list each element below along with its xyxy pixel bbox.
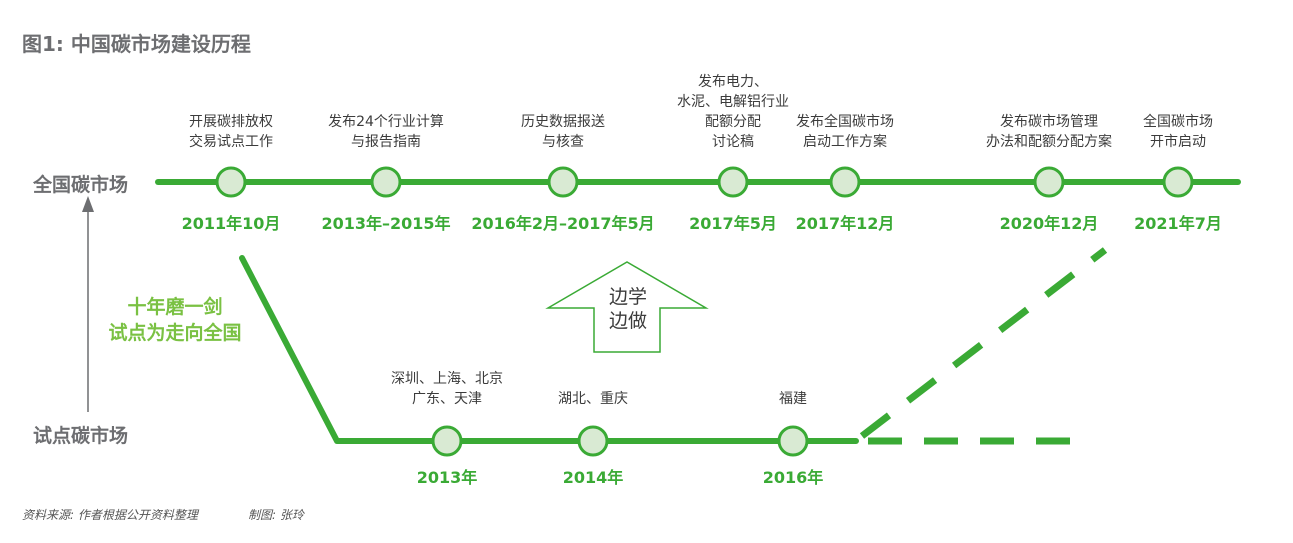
- slogan-line-2: 试点为走向全国: [108, 322, 242, 344]
- national-node: [215, 166, 247, 198]
- national-event-label-line: 水泥、电解铝行业: [677, 94, 789, 110]
- learn-by-doing-arrow: [545, 261, 709, 353]
- pilot-event-label: 福建: [713, 389, 873, 409]
- national-node: [1162, 166, 1194, 198]
- dashed-merge-line: [859, 247, 1108, 439]
- pilot-event-date: 2013年: [416, 468, 478, 487]
- national-event-label: 发布全国碳市场启动工作方案: [765, 112, 925, 152]
- national-nodes: [215, 166, 1194, 198]
- credit-note: 制图: 张玲: [248, 508, 304, 522]
- pilot-node: [431, 425, 463, 457]
- pilot-node: [577, 425, 609, 457]
- national-event-label-line: 发布碳市场管理: [1000, 114, 1098, 130]
- arrow-text-line-1: 边学: [608, 286, 647, 308]
- national-event-label-line: 启动工作方案: [803, 134, 887, 150]
- national-node: [829, 166, 861, 198]
- pilot-event-label-line: 深圳、上海、北京: [391, 371, 503, 387]
- national-event-label-line: 开市启动: [1150, 134, 1206, 150]
- national-event-label: 历史数据报送与核查: [483, 112, 643, 152]
- pilot-event-label: 深圳、上海、北京广东、天津: [367, 369, 527, 409]
- national-event-date: 2021年7月: [1134, 214, 1222, 233]
- national-event-label-line: 配额分配: [705, 114, 761, 130]
- national-event-label-line: 发布全国碳市场: [796, 114, 894, 130]
- national-event-label-line: 讨论稿: [712, 134, 754, 150]
- national-event-date: 2017年12月: [795, 214, 895, 233]
- national-node: [717, 166, 749, 198]
- pilot-event-label-line: 福建: [779, 391, 807, 407]
- pilot-market-label: 试点碳市场: [33, 425, 129, 447]
- pilot-event-date: 2016年: [762, 468, 824, 487]
- national-event-date: 2020年12月: [999, 214, 1099, 233]
- figure-title: 图1: 中国碳市场建设历程: [22, 32, 251, 56]
- pilot-event-label-line: 湖北、重庆: [558, 391, 628, 407]
- arrow-text: 边学 边做: [598, 285, 658, 333]
- national-event-label: 发布24个行业计算与报告指南: [306, 112, 466, 152]
- pilot-node: [777, 425, 809, 457]
- vertical-arrowhead: [82, 196, 94, 212]
- national-node: [370, 166, 402, 198]
- national-node: [1033, 166, 1065, 198]
- national-event-date: 2017年5月: [689, 214, 777, 233]
- national-market-label: 全国碳市场: [33, 174, 129, 196]
- national-event-label: 全国碳市场开市启动: [1098, 112, 1258, 152]
- pilot-event-label: 湖北、重庆: [513, 389, 673, 409]
- pilot-nodes: [431, 425, 809, 457]
- source-note: 资料来源: 作者根据公开资料整理: [22, 508, 198, 522]
- national-event-date: 2013年–2015年: [321, 214, 451, 233]
- pilot-event-label-line: 广东、天津: [412, 391, 482, 407]
- pilot-timeline-line: [239, 255, 859, 444]
- national-event-label-line: 与报告指南: [351, 134, 421, 150]
- national-event-label-line: 发布24个行业计算: [328, 114, 444, 130]
- national-event-date: 2016年2月–2017年5月: [471, 214, 655, 233]
- national-event-label-line: 交易试点工作: [189, 134, 273, 150]
- national-event-label-line: 全国碳市场: [1143, 114, 1213, 130]
- national-event-label-line: 办法和配额分配方案: [986, 134, 1112, 150]
- national-event-label-line: 与核查: [542, 134, 584, 150]
- arrow-text-line-2: 边做: [608, 310, 647, 332]
- national-event-label-line: 开展碳排放权: [189, 114, 273, 130]
- national-event-date: 2011年10月: [181, 214, 281, 233]
- national-event-label-line: 发布电力、: [698, 74, 768, 90]
- slogan-line-1: 十年磨一剑: [127, 296, 223, 318]
- pilot-event-date: 2014年: [562, 468, 624, 487]
- national-node: [547, 166, 579, 198]
- national-event-label: 开展碳排放权交易试点工作: [151, 112, 311, 152]
- national-event-label: 发布碳市场管理办法和配额分配方案: [969, 112, 1129, 152]
- national-event-label-line: 历史数据报送: [521, 114, 605, 130]
- national-event-label: 发布电力、水泥、电解铝行业配额分配讨论稿: [653, 72, 813, 152]
